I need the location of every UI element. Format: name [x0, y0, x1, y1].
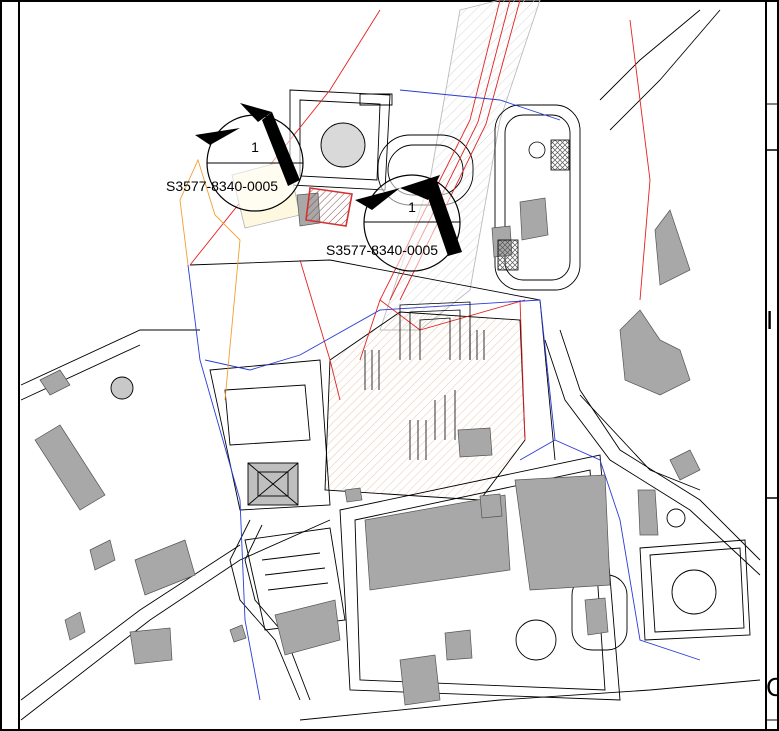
buildings	[34, 197, 701, 706]
blue-boundary-lines	[187, 89, 701, 701]
section-callout-1-sheet-ref: S3577-8340-0005	[166, 178, 278, 194]
section-callout-1: 1 S3577-8340-0005	[166, 103, 304, 212]
pyramid-roof-building	[247, 462, 299, 506]
title-block-letter-1: I	[766, 305, 774, 335]
orange-boundary-line	[179, 158, 241, 401]
section-callout-2-sheet-ref: S3577-8340-0005	[326, 242, 438, 258]
title-block-letter-2: C	[766, 672, 779, 702]
section-callout-1-number: 1	[251, 139, 259, 155]
section-callout-2: 1 S3577-8340-0005	[326, 174, 462, 272]
section-callout-2-number: 1	[408, 199, 416, 215]
